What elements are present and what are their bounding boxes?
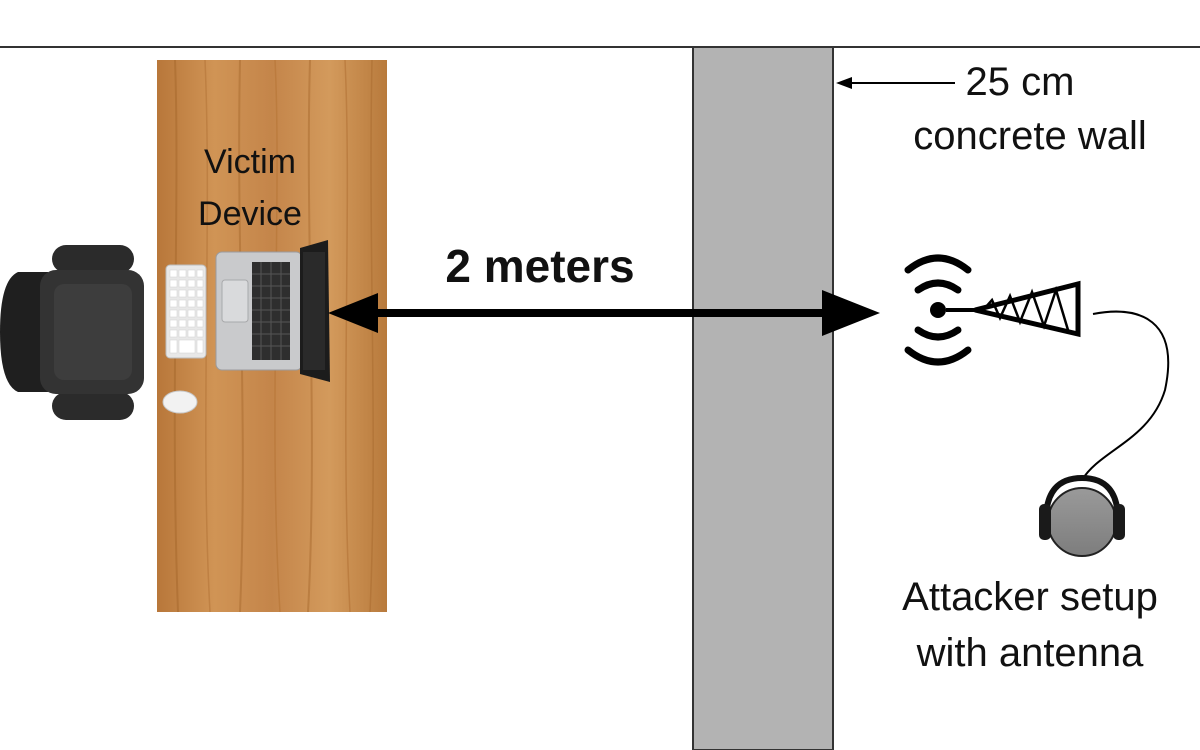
wall-pointer-arrow [836,77,955,89]
attacker-setup-label-line2: with antenna [916,631,1144,675]
wall-thickness-label: 25 cm [965,60,1075,104]
wall-material-label: concrete wall [913,114,1147,158]
mouse [162,390,198,414]
attacker-setup-label-line1: Attacker setup [902,575,1158,619]
concrete-wall [692,46,834,750]
antenna-cable [1081,310,1170,481]
keyboard [165,264,207,359]
distance-arrow [328,290,880,336]
victim-device-label-line1: Victim [204,143,296,181]
victim-device-label-line2: Device [198,195,302,233]
attacker-headphones-icon [1039,474,1125,557]
antenna-icon [946,280,1081,338]
laptop [215,240,330,382]
distance-label: 2 meters [445,240,635,292]
office-chair [0,245,144,420]
radio-waves-icon [904,254,972,366]
